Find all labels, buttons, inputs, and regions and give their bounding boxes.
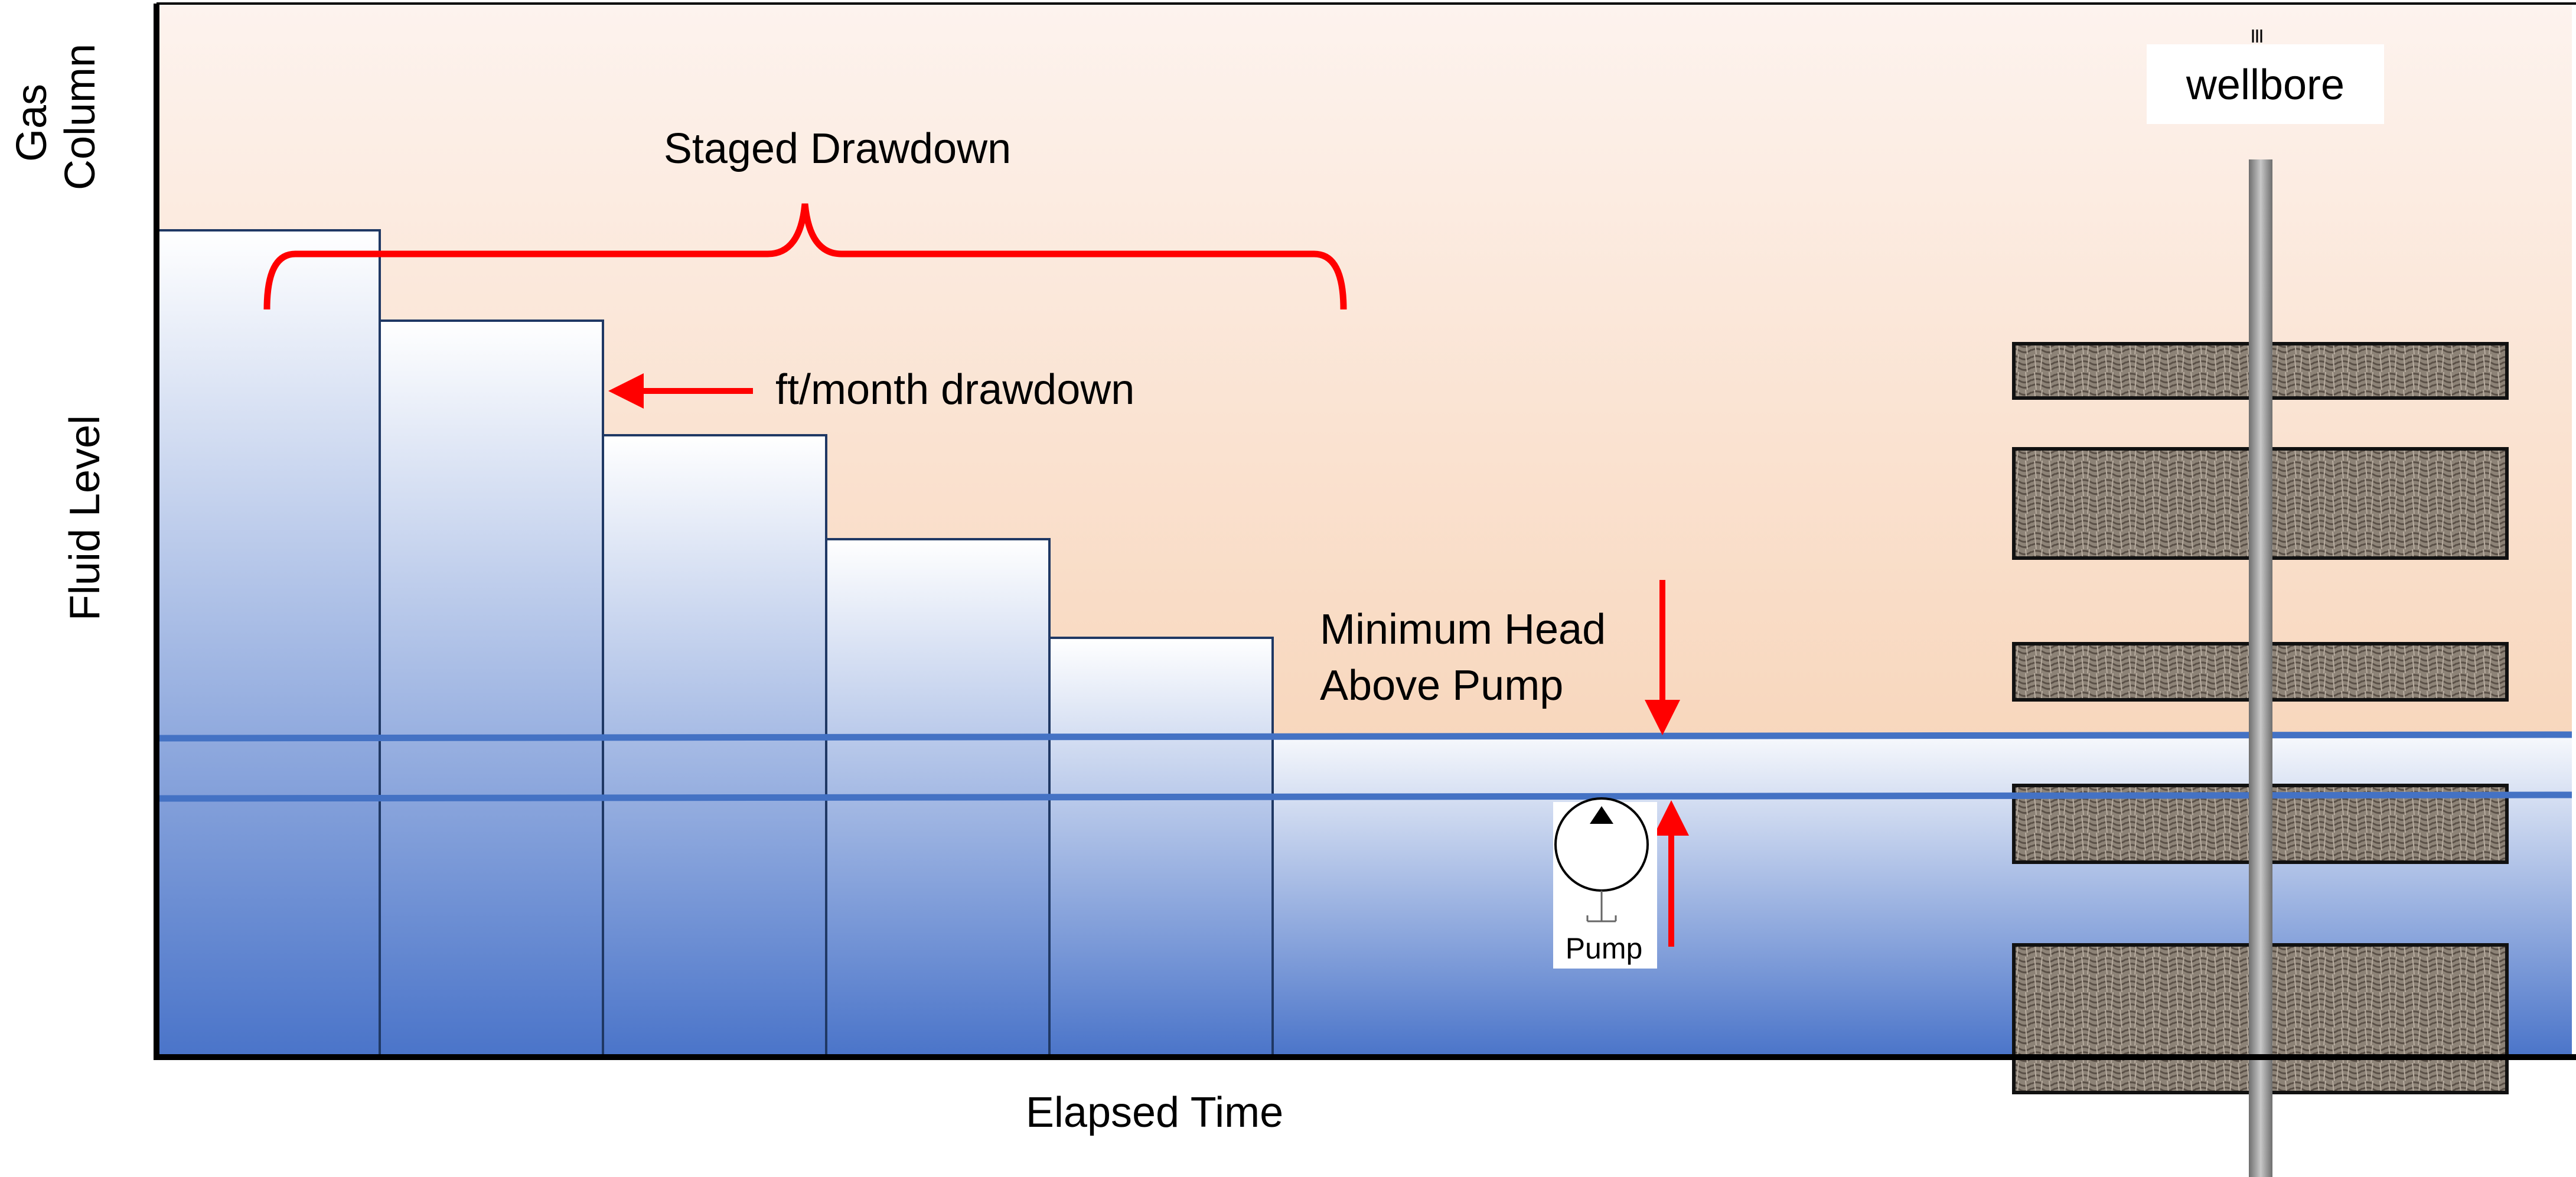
gas-column-label-line2: Column xyxy=(57,44,104,190)
pump-icon xyxy=(1553,797,1657,969)
drawdown-step-3 xyxy=(602,434,827,1058)
wellbore-pipe xyxy=(2249,159,2272,1177)
elapsed-time-label: Elapsed Time xyxy=(1026,1089,1283,1136)
staged-drawdown-brace xyxy=(263,203,1347,310)
wellbore-label: wellbore xyxy=(2186,61,2345,109)
wellbore-label-box xyxy=(2147,44,2384,124)
minimum-head-label: Minimum Head Above Pump xyxy=(1320,606,1618,709)
gas-column-label-line1: Gas xyxy=(8,84,56,162)
drawdown-step-5 xyxy=(1048,637,1274,1058)
minimum-head-label-line2: Above Pump xyxy=(1320,662,1563,709)
ft-month-drawdown-label: ft/month drawdown xyxy=(775,366,1134,413)
minimum-head-line-upper xyxy=(156,731,2572,742)
pump-label: Pump xyxy=(1566,932,1643,965)
minimum-head-label-line1: Minimum Head xyxy=(1320,606,1606,653)
minimum-head-line-lower xyxy=(156,791,2572,802)
pump-icon-base xyxy=(1586,891,1617,922)
fluid-level-label: Fluid Level xyxy=(61,415,109,621)
drawdown-step-1 xyxy=(155,229,381,1058)
wellbore-top-mark xyxy=(2252,30,2262,43)
staged-drawdown-label: Staged Drawdown xyxy=(664,125,1011,172)
drawdown-step-2 xyxy=(379,319,604,1058)
pump-icon-triangle xyxy=(1590,806,1613,824)
gas-column-label: Gas Column xyxy=(8,44,104,190)
drawdown-steps xyxy=(155,229,1274,1058)
